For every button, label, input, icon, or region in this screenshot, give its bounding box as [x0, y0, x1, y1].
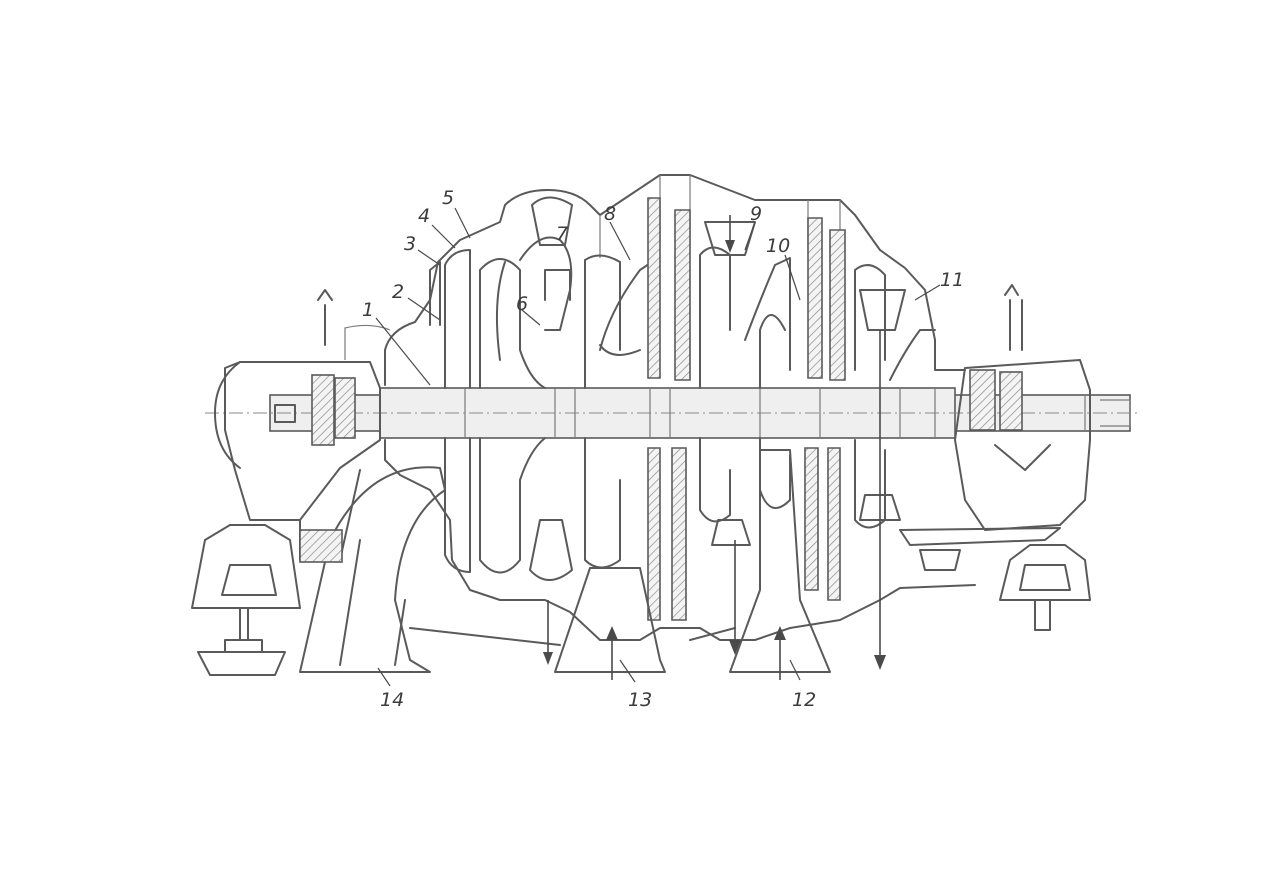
label-1: 1 [362, 299, 374, 321]
rotor-shaft [205, 387, 1140, 439]
label-5: 5 [442, 187, 454, 209]
impellers-lower [444, 437, 901, 621]
right-bearing-housing [899, 284, 1091, 631]
label-6: 6 [516, 293, 528, 315]
label-4: 4 [418, 205, 430, 227]
label-13: 13 [628, 689, 652, 711]
label-7: 7 [556, 223, 568, 245]
support-pedestals [299, 449, 831, 673]
label-14: 14 [380, 689, 404, 711]
label-11: 11 [940, 269, 964, 291]
label-2: 2 [392, 281, 404, 303]
impellers-upper [429, 196, 936, 389]
left-bearing-housing [191, 289, 381, 676]
flow-arrows [543, 215, 886, 680]
label-8: 8 [604, 203, 616, 225]
label-9: 9 [750, 203, 762, 225]
label-12: 12 [792, 689, 816, 711]
label-10: 10 [766, 235, 790, 257]
leader-lines [375, 207, 941, 687]
part-labels: 1 2 3 4 5 6 7 8 9 10 11 12 13 14 [362, 187, 964, 711]
label-3: 3 [404, 233, 416, 255]
